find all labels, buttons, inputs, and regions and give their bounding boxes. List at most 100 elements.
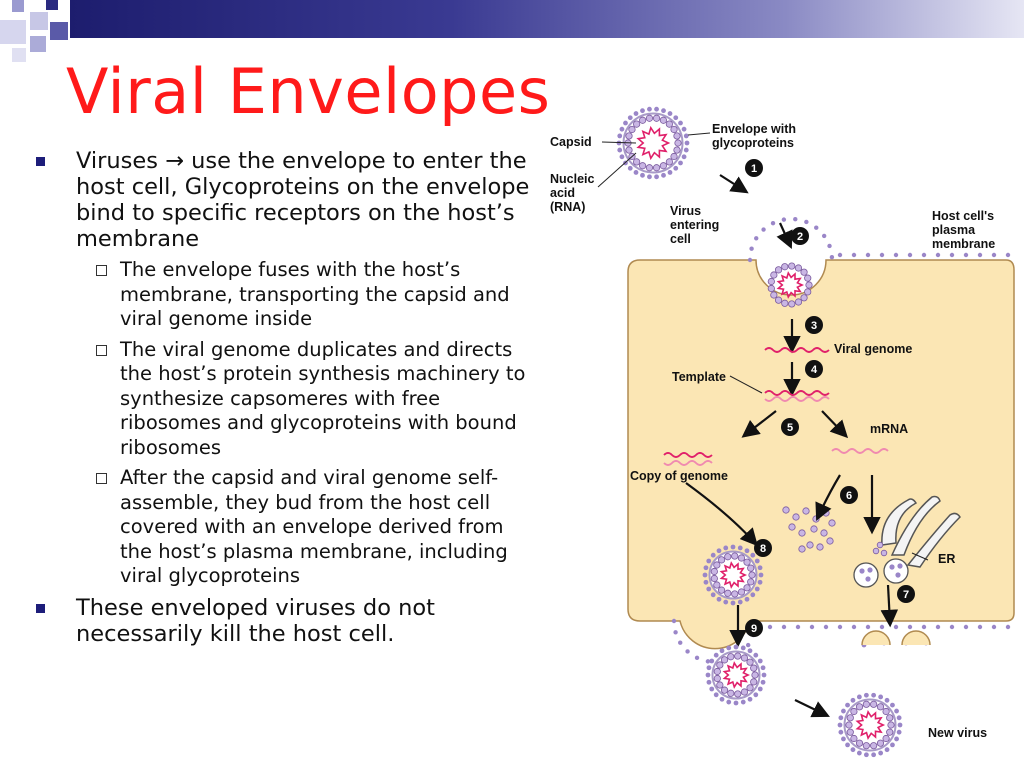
membrane-glycoprotein — [781, 624, 787, 630]
square-bullet-icon — [36, 603, 45, 613]
capsomere — [845, 721, 853, 729]
sub-bullet-item: After the capsid and viral genome self-a… — [84, 466, 536, 589]
glycoprotein-spike — [627, 115, 633, 121]
glycoprotein — [889, 564, 895, 570]
capsomere — [802, 507, 810, 515]
glycoprotein-spike — [706, 558, 712, 564]
capsomere — [800, 268, 808, 276]
capsomere — [886, 714, 894, 722]
mrna-strand — [831, 448, 889, 454]
capsomere — [652, 114, 661, 122]
membrane-glycoprotein — [685, 649, 690, 654]
sub-bullet-item: The envelope fuses with the host’s membr… — [84, 258, 536, 332]
hollow-square-bullet-icon — [96, 473, 107, 484]
membrane-glycoprotein — [893, 252, 899, 258]
viral-genome-strand — [764, 347, 830, 353]
step-circle — [745, 159, 763, 177]
template-strand — [764, 390, 830, 396]
capsomere — [713, 674, 721, 683]
glycoprotein-spike — [754, 586, 760, 592]
capsomere — [826, 537, 834, 545]
capsomere — [855, 739, 864, 747]
viral-rna — [636, 125, 671, 161]
glycoprotein-spike — [647, 174, 652, 180]
capsomere — [828, 519, 836, 527]
capsomere — [720, 656, 729, 664]
glycoprotein-spike — [757, 658, 763, 664]
glycoprotein-spike — [705, 672, 711, 678]
decor-square — [30, 12, 48, 30]
capsomere — [625, 146, 633, 154]
membrane-glycoprotein — [879, 624, 885, 630]
glycoprotein-spike — [850, 747, 856, 753]
membrane-glycoprotein — [829, 254, 835, 260]
capsomere — [750, 678, 758, 686]
membrane-glycoprotein — [837, 624, 843, 630]
capsomere — [628, 125, 636, 134]
membrane-glycoprotein — [747, 257, 753, 263]
membrane-glycoprotein — [749, 246, 754, 251]
glycoprotein-spike — [757, 565, 763, 571]
glycoprotein-spike — [744, 596, 750, 602]
sub-bullet-item: The viral genome duplicates and directs … — [84, 338, 536, 461]
bullet-text: These enveloped viruses do not necessari… — [76, 594, 435, 647]
membrane-glycoprotein — [991, 624, 997, 630]
step-number: 6 — [846, 490, 852, 502]
glycoprotein-spike — [681, 154, 687, 160]
glycoprotein-spike — [890, 742, 895, 748]
membrane-glycoprotein — [991, 252, 997, 258]
membrane-glycoprotein — [1005, 624, 1011, 630]
step-number: 8 — [760, 543, 766, 555]
glycoprotein-spike — [871, 752, 877, 758]
glycoprotein-spike — [647, 106, 652, 112]
capsomere — [724, 553, 732, 561]
capsomere — [781, 299, 789, 307]
capsomere — [767, 284, 775, 293]
membrane-glycoprotein — [823, 624, 829, 630]
glycoprotein-spike — [723, 599, 729, 605]
sub-bullet-text: The envelope fuses with the host’s membr… — [120, 258, 510, 330]
glycoprotein-spike — [760, 665, 766, 671]
glycoprotein-spike — [703, 579, 709, 585]
membrane-glycoprotein — [935, 252, 941, 258]
label-er: ER — [938, 552, 955, 566]
slide-title: Viral Envelopes — [66, 55, 551, 128]
capsomere — [800, 294, 808, 302]
glycoprotein-spike — [726, 699, 732, 705]
step-circle — [805, 360, 823, 378]
diagram-labels: Capsid Envelope with glycoproteins Nucle… — [550, 122, 995, 740]
template-copy-strand — [764, 396, 830, 402]
label-host-membrane: Host cell's — [932, 209, 994, 223]
membrane-glycoprotein — [745, 642, 751, 648]
bullet-item: These enveloped viruses do not necessari… — [36, 595, 536, 647]
glycoprotein-spike — [709, 658, 715, 664]
membrane-glycoprotein — [761, 227, 766, 232]
glycoprotein-spike — [623, 120, 628, 126]
step-circle — [791, 227, 809, 245]
capsomere — [737, 588, 746, 596]
membrane-glycoprotein — [673, 630, 678, 635]
glycoprotein-spike — [684, 140, 690, 146]
step-circle — [805, 316, 823, 334]
membrane-glycoprotein — [705, 659, 711, 664]
capsomere-cluster — [782, 506, 836, 553]
capsomere — [850, 734, 858, 743]
membrane-glycoprotein — [671, 618, 677, 624]
capsomere — [751, 671, 759, 679]
membrane-glycoprotein — [907, 624, 913, 630]
step-circle — [897, 585, 915, 603]
step-number: 2 — [797, 231, 803, 243]
glycoprotein-spike — [667, 170, 673, 175]
membrane-glycoprotein — [949, 624, 955, 630]
capsomere — [639, 116, 647, 124]
glycoprotein-spike — [863, 752, 869, 758]
capsomere — [855, 703, 864, 711]
glycoprotein-spike — [730, 600, 736, 606]
membrane-glycoprotein — [851, 252, 857, 258]
glycoprotein-spike — [733, 700, 739, 706]
glycoprotein-spike — [890, 702, 895, 708]
capsomere — [717, 556, 726, 564]
glycoprotein-spike — [654, 106, 659, 112]
step-circle — [754, 539, 772, 557]
virion — [705, 644, 767, 706]
